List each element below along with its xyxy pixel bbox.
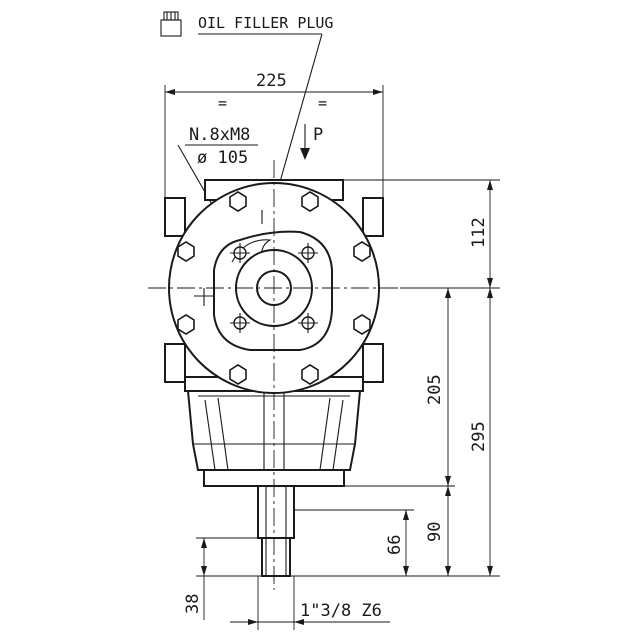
outer-bolts [177,191,371,385]
lug-bottom-right [362,343,384,383]
oil-filler-plug-label: OIL FILLER PLUG [198,14,333,32]
bolt-circle-label: ø 105 [197,148,248,168]
dim-225-label: 225 [256,71,287,91]
shaft-spec: 1"3/8 Z6 [230,576,390,630]
dim-295: 295 [290,288,500,577]
dim-66-label: 66 [385,535,405,555]
dim-90: 90 [425,486,451,576]
lug-top-right [362,197,384,237]
bolt-callout: N.8xM8 ø 105 [177,125,258,265]
dim-90-label: 90 [425,522,445,542]
dim-66: 66 [294,509,414,576]
dim-38-label: 38 [183,594,203,614]
equal-right-label: = [318,94,327,112]
dim-112: 112 [343,179,500,289]
bolt-spec-label: N.8xM8 [189,125,250,145]
dim-205-label: 205 [425,374,445,405]
shaft-spec-label: 1"3/8 Z6 [300,601,382,621]
dim-295-label: 295 [469,421,489,452]
lug-bottom-left [164,343,186,383]
lug-top-left [164,197,186,237]
output-shaft [257,485,295,577]
dim-112-label: 112 [469,217,489,248]
oil-filler-plug-icon [160,11,182,37]
dim-205: 205 [286,288,455,487]
flange-holes [230,243,318,333]
dim-38: 38 [183,537,262,620]
dim-225: 225 = = [164,71,384,198]
equal-left-label: = [218,94,227,112]
force-p-label: P [313,125,323,145]
force-p: P [300,124,323,160]
